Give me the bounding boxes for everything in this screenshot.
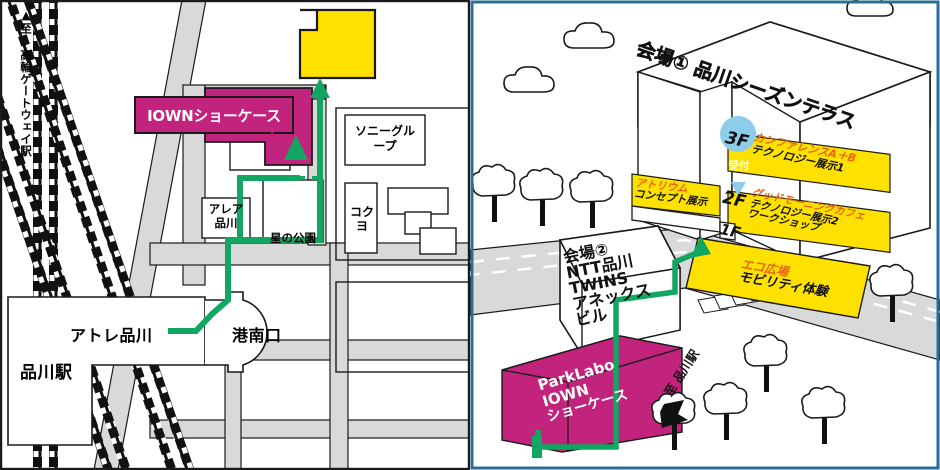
tree-icon [703, 381, 748, 440]
venue-isometric-panel: 会場① 品川シーズンテラス 3F カンファレンスA＋B テクノロジー展示1 2F… [470, 0, 940, 470]
label-konan-exit: 港南口 [232, 326, 282, 345]
venue-2-building [501, 225, 683, 453]
tree-icon [743, 333, 788, 392]
route-arrow-iso-end [690, 236, 711, 258]
road-direction-arrow [660, 400, 688, 428]
station-building [7, 296, 206, 446]
atrium-band [631, 173, 721, 217]
floor-2f-band [727, 190, 891, 254]
route-arrow-to-venue2 [284, 135, 308, 160]
floor-1f-plinth [631, 205, 736, 241]
label-hoshi-park: 星の公園 [270, 231, 316, 245]
tree-icon [569, 169, 614, 228]
district-outlines [335, 107, 470, 373]
tree-icon [801, 385, 846, 444]
area-map-panel: ▲至 高輪ゲートウェイ駅 IOWNショーケース ソニーグループ コクヨ アレア品… [0, 0, 470, 470]
route-arrow-to-venue1 [310, 78, 330, 98]
venue-1-yellow-block [298, 8, 377, 80]
callout-iown-showcase-text: IOWNショーケース [147, 106, 281, 125]
callout-iown-showcase: IOWNショーケース [134, 96, 294, 134]
tree-icon [869, 263, 914, 322]
cloud-icon [846, 0, 894, 17]
right-panel-frame [470, 0, 940, 470]
cloud-icon [563, 22, 615, 49]
floor-label-2f: 2F [720, 187, 748, 213]
left-panel-frame [0, 0, 470, 470]
label-atre-shinagawa: アトレ品川 [70, 326, 153, 345]
eco-plaza [685, 237, 871, 319]
clouds [503, 0, 894, 93]
trees [471, 163, 914, 450]
konan-plaza [205, 291, 268, 373]
walking-route-iso [538, 251, 696, 450]
floor-3f-band [727, 132, 891, 194]
area-map-svg [0, 0, 470, 470]
label-area-shinagawa: アレア品川 [208, 202, 244, 230]
walking-route [168, 95, 323, 334]
label-to-takanawa-gateway: ▲至 高輪ゲートウェイ駅 [19, 8, 33, 157]
tree-icon [519, 167, 564, 226]
label-sony-group: ソニーグループ [354, 124, 415, 153]
reception-pin-label: 受付 [728, 160, 750, 172]
reception-pin [720, 116, 757, 196]
floor-label-3f: 3F [723, 127, 751, 152]
cloud-icon [503, 66, 555, 93]
label-shinagawa-station: 品川駅 [20, 363, 73, 383]
label-kokuyo: コクヨ [349, 205, 374, 234]
venue-isometric-svg [470, 0, 940, 470]
